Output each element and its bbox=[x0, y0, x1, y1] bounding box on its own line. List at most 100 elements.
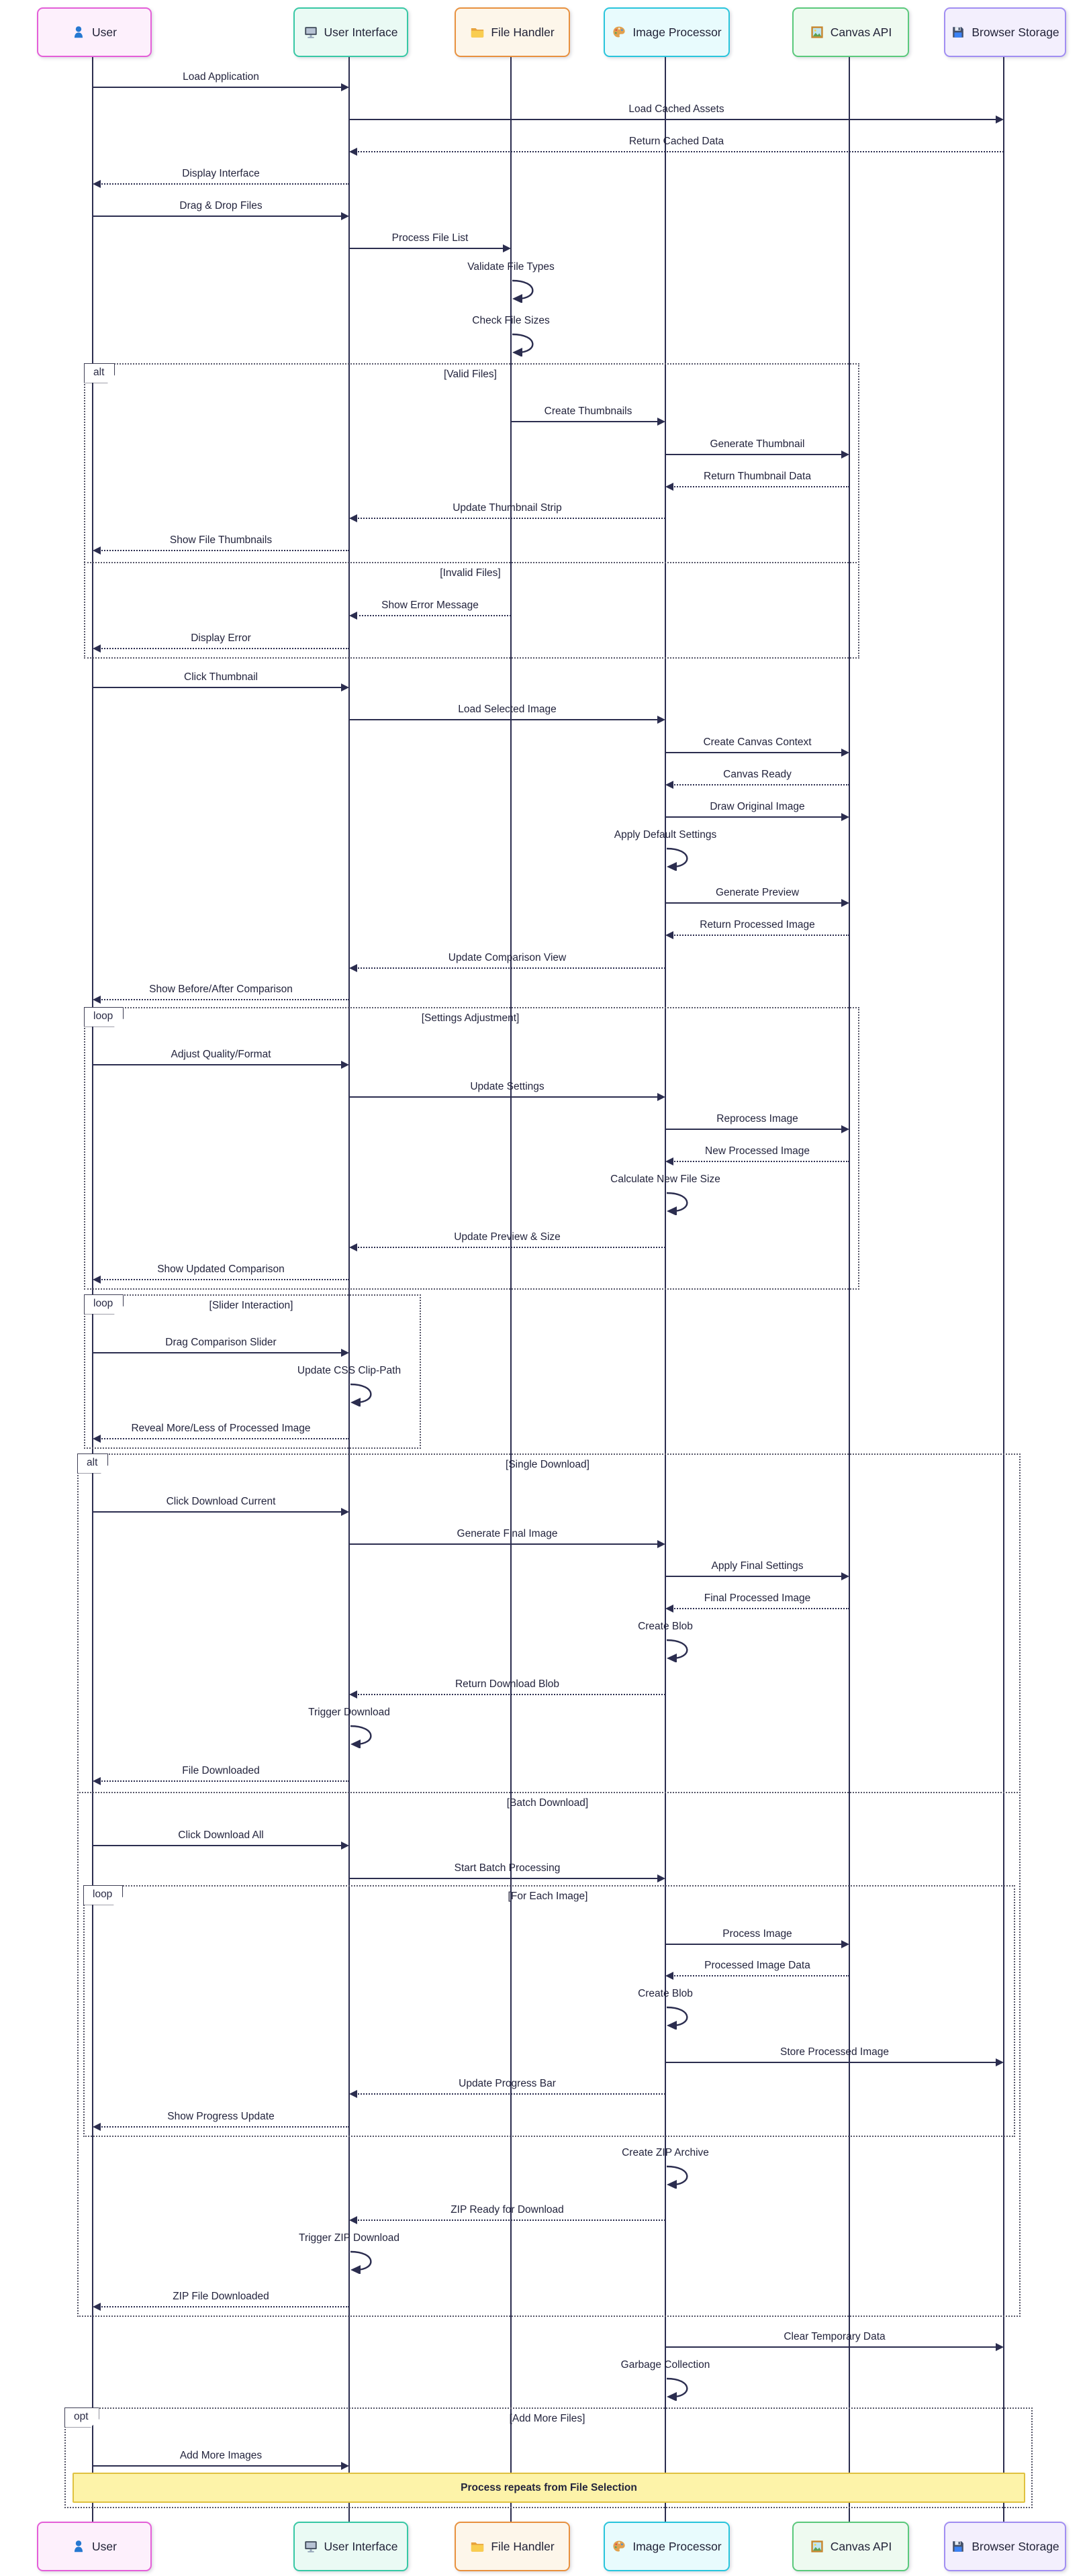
message-line bbox=[511, 421, 659, 422]
message-line bbox=[665, 2346, 997, 2348]
self-message-arrow bbox=[666, 1191, 701, 1216]
user-interface-label: User Interface bbox=[324, 25, 398, 39]
message-label: Show Before/After Comparison bbox=[149, 984, 293, 995]
frame-loop-tab: loop bbox=[84, 1007, 124, 1027]
message-line bbox=[665, 2062, 997, 2063]
frame-condition: [Valid Files] bbox=[444, 369, 497, 380]
message-label: Load Application bbox=[183, 71, 259, 83]
file-handler-label: File Handler bbox=[491, 25, 555, 39]
message-label: Show Progress Update bbox=[167, 2111, 275, 2122]
message-line bbox=[349, 1878, 659, 1879]
self-message-arrow bbox=[350, 2250, 385, 2275]
message-line bbox=[672, 784, 849, 785]
image-processor-lifeline bbox=[665, 54, 666, 2522]
message-line bbox=[93, 2465, 342, 2467]
message-line bbox=[349, 248, 504, 249]
arrowhead bbox=[657, 418, 665, 426]
user-participant-top: User bbox=[36, 7, 152, 57]
file-handler-lifeline bbox=[510, 54, 512, 2522]
message-line bbox=[99, 2306, 349, 2307]
picture-icon bbox=[810, 2539, 824, 2554]
message-line bbox=[93, 1064, 342, 1065]
message-label: Store Processed Image bbox=[780, 2046, 889, 2058]
arrowhead bbox=[841, 1125, 849, 1133]
message-line bbox=[356, 1694, 665, 1695]
message-line bbox=[672, 935, 849, 936]
arrowhead bbox=[665, 781, 673, 789]
message-label: Check File Sizes bbox=[472, 315, 550, 326]
arrowhead bbox=[349, 2090, 357, 2098]
message-line bbox=[665, 1944, 843, 1945]
arrowhead bbox=[93, 546, 101, 555]
message-line bbox=[349, 1543, 659, 1545]
message-label: Click Download All bbox=[178, 1829, 264, 1841]
file-handler-label: File Handler bbox=[491, 2539, 555, 2553]
message-label: Drag & Drop Files bbox=[179, 200, 263, 211]
browser-storage-label: Browser Storage bbox=[972, 2539, 1059, 2553]
arrowhead bbox=[841, 899, 849, 907]
user-interface-participant-top: User Interface bbox=[293, 7, 408, 57]
arrowhead bbox=[657, 1874, 665, 1882]
frame-condition: [Slider Interaction] bbox=[209, 1300, 293, 1311]
user-interface-participant-bottom: User Interface bbox=[293, 2522, 408, 2571]
message-line bbox=[665, 1129, 843, 1130]
frame-alt-3 bbox=[77, 1453, 1021, 2317]
message-label: Canvas Ready bbox=[723, 769, 792, 780]
frame-loop-4 bbox=[83, 1885, 1015, 2137]
message-label: Load Selected Image bbox=[458, 704, 557, 715]
message-line bbox=[99, 999, 349, 1000]
message-label: Add More Images bbox=[179, 2450, 263, 2461]
arrowhead bbox=[341, 83, 349, 91]
message-label: Calculate New File Size bbox=[610, 1174, 720, 1185]
message-line bbox=[99, 2126, 349, 2128]
folder-icon bbox=[470, 25, 485, 40]
message-line bbox=[99, 550, 349, 551]
arrowhead bbox=[665, 1157, 673, 1165]
message-line bbox=[93, 216, 342, 217]
arrowhead bbox=[93, 2123, 101, 2131]
arrowhead bbox=[93, 1777, 101, 1785]
message-line bbox=[356, 2093, 665, 2095]
message-line bbox=[93, 1845, 342, 1846]
message-label: File Downloaded bbox=[182, 1765, 260, 1776]
canvas-api-label: Canvas API bbox=[830, 25, 892, 39]
self-message-arrow bbox=[666, 2005, 701, 2030]
message-line bbox=[99, 1438, 349, 1439]
frame-condition: [Invalid Files] bbox=[440, 567, 501, 579]
message-label: Update Settings bbox=[470, 1081, 545, 1092]
arrowhead bbox=[93, 996, 101, 1004]
message-label: Return Cached Data bbox=[628, 136, 724, 147]
message-line bbox=[665, 1576, 843, 1577]
self-message-arrow bbox=[666, 2377, 701, 2401]
arrowhead bbox=[93, 1276, 101, 1284]
arrowhead bbox=[996, 115, 1004, 124]
file-handler-participant-bottom: File Handler bbox=[455, 2522, 570, 2571]
message-label: ZIP File Downloaded bbox=[173, 2291, 269, 2302]
message-label: Start Batch Processing bbox=[454, 1862, 561, 1874]
arrowhead bbox=[349, 148, 357, 156]
arrowhead bbox=[349, 612, 357, 620]
frame-condition: [Settings Adjustment] bbox=[421, 1012, 520, 1024]
arrowhead bbox=[841, 450, 849, 459]
message-line bbox=[356, 1247, 665, 1248]
message-label: ZIP Ready for Download bbox=[451, 2204, 564, 2215]
arrowhead bbox=[349, 2216, 357, 2224]
message-line bbox=[665, 816, 843, 818]
message-line bbox=[356, 151, 1004, 152]
user-participant-bottom: User bbox=[36, 2522, 152, 2571]
message-label: Garbage Collection bbox=[620, 2359, 710, 2371]
canvas-api-label: Canvas API bbox=[830, 2539, 892, 2553]
message-label: Adjust Quality/Format bbox=[171, 1049, 271, 1060]
self-message-arrow bbox=[512, 279, 547, 303]
message-label: Update Comparison View bbox=[448, 952, 567, 963]
browser-storage-participant-top: Browser Storage bbox=[944, 7, 1066, 57]
message-label: Return Thumbnail Data bbox=[704, 471, 811, 482]
message-label: Display Interface bbox=[182, 168, 260, 179]
note: Process repeats from File Selection bbox=[73, 2473, 1025, 2503]
file-handler-participant-top: File Handler bbox=[455, 7, 570, 57]
monitor-icon bbox=[303, 25, 318, 40]
arrowhead bbox=[841, 813, 849, 821]
message-label: Display Error bbox=[191, 632, 251, 644]
arrowhead bbox=[349, 1243, 357, 1251]
